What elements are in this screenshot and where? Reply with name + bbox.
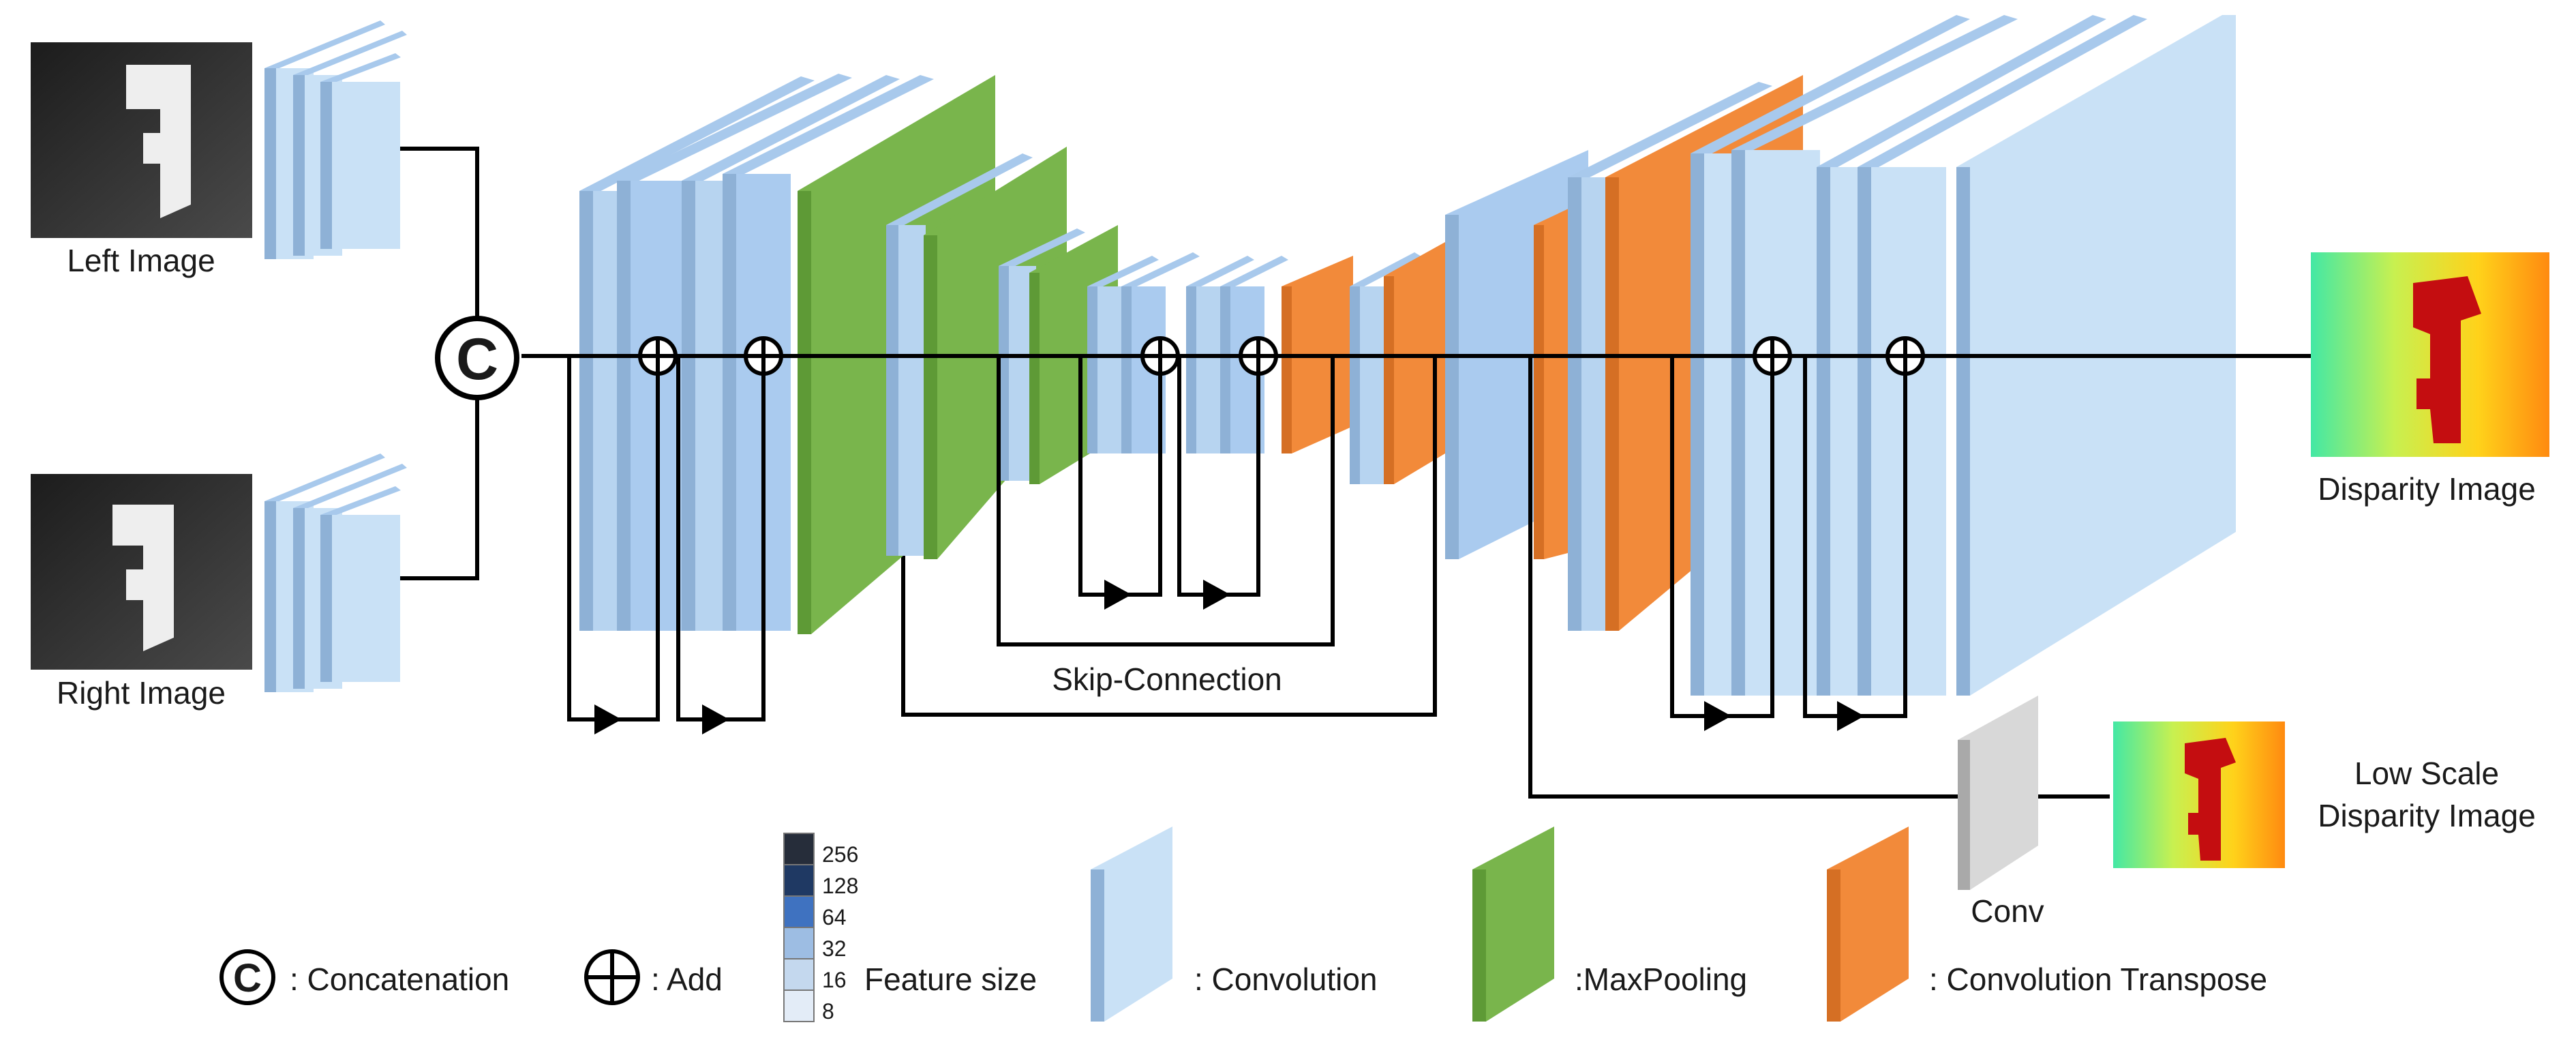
conv-block-d3a bbox=[1568, 82, 1772, 631]
concat-icon bbox=[219, 949, 275, 1005]
feature-size-64: 64 bbox=[822, 905, 847, 929]
right-image-label: Right Image bbox=[57, 675, 226, 711]
svg-text:C: C bbox=[233, 956, 262, 1000]
legend-concat: C : Concatenation bbox=[219, 949, 509, 1005]
feature-size-256: 256 bbox=[822, 842, 858, 867]
add-icon bbox=[1140, 336, 1180, 376]
residual-arrows bbox=[594, 580, 1864, 734]
feature-size-32: 32 bbox=[822, 936, 847, 961]
feature-swatch-8 bbox=[783, 989, 815, 1022]
low-scale-object bbox=[2185, 738, 2236, 861]
left-image-label: Left Image bbox=[67, 243, 215, 278]
conv-block-e2a bbox=[886, 153, 1033, 556]
disparity-image-label: Disparity Image bbox=[2318, 471, 2536, 507]
feature-swatch-16 bbox=[783, 958, 815, 991]
low-scale-label-line2: Disparity Image bbox=[2318, 798, 2536, 833]
left-image-object bbox=[126, 65, 191, 218]
low-scale-output: Low Scale Disparity Image bbox=[2113, 721, 2536, 868]
feature-swatch-32 bbox=[783, 927, 815, 959]
residual-overlay bbox=[567, 356, 1907, 797]
transpose-conv-block-2 bbox=[1384, 242, 1445, 484]
arrow-1-icon bbox=[594, 704, 622, 734]
legend-maxpooling-label: :MaxPooling bbox=[1575, 962, 1747, 997]
add-icon bbox=[584, 949, 640, 1005]
right-input-connector bbox=[378, 399, 479, 580]
legend-convolution-label: : Convolution bbox=[1194, 962, 1378, 997]
legend-convolution: : Convolution bbox=[1091, 827, 1378, 1022]
feature-size-8: 8 bbox=[822, 999, 834, 1024]
arrow-5-icon bbox=[1704, 701, 1731, 731]
concat-icon bbox=[435, 316, 519, 400]
feature-swatch-128 bbox=[783, 864, 815, 897]
feature-size-title: Feature size bbox=[864, 962, 1037, 997]
right-image-object bbox=[112, 505, 174, 651]
right-input-conv-stack bbox=[264, 453, 407, 692]
arrow-3-icon bbox=[1104, 580, 1132, 610]
add-icon bbox=[1753, 336, 1792, 376]
add-icon bbox=[744, 336, 783, 376]
legend-add-label: : Add bbox=[651, 962, 723, 997]
right-image-group: Right Image bbox=[31, 474, 252, 711]
conv-block-low-scale: Conv bbox=[1958, 696, 2044, 929]
concat-symbol: C bbox=[456, 327, 498, 392]
add-operators bbox=[638, 336, 1925, 376]
conv-block-d1a bbox=[1350, 252, 1421, 484]
conv-block-d4d bbox=[1858, 15, 2147, 696]
conv-block-e4c bbox=[1186, 256, 1254, 453]
feature-size-128: 128 bbox=[822, 874, 858, 898]
skip-connection-label: Skip-Connection bbox=[1052, 661, 1282, 697]
legend: C : Concatenation : Add 256 128 64 32 16… bbox=[219, 827, 2267, 1024]
low-scale-label-line1: Low Scale bbox=[2354, 756, 2499, 791]
legend-convolution-transpose: : Convolution Transpose bbox=[1827, 827, 2267, 1022]
add-icon bbox=[1239, 336, 1278, 376]
add-icon bbox=[638, 336, 678, 376]
feature-swatch-256 bbox=[783, 833, 815, 865]
conv-block-d4b bbox=[1731, 15, 2018, 696]
legend-feature-size: 256 128 64 32 16 8 Feature size bbox=[783, 833, 1037, 1024]
conv-label: Conv bbox=[1971, 893, 2044, 929]
conv-block-e1a bbox=[579, 76, 815, 631]
disparity-output: Disparity Image bbox=[2311, 252, 2549, 507]
legend-maxpooling: :MaxPooling bbox=[1472, 827, 1747, 1022]
feature-size-16: 16 bbox=[822, 968, 847, 992]
concat-operator: C bbox=[435, 316, 519, 400]
legend-add: : Add bbox=[584, 949, 723, 1005]
feature-swatch-64 bbox=[783, 895, 815, 928]
add-icon bbox=[1885, 336, 1925, 376]
left-input-connector bbox=[378, 147, 479, 321]
conv-block-e4a bbox=[1087, 256, 1159, 453]
encoder-decoder-blocks bbox=[579, 15, 2236, 696]
legend-concat-label: : Concatenation bbox=[290, 962, 509, 997]
arrow-4-icon bbox=[1203, 580, 1230, 610]
left-input-conv-stack bbox=[264, 20, 407, 259]
arrow-2-icon bbox=[702, 704, 729, 734]
left-image-group: Left Image bbox=[31, 42, 252, 278]
disparity-object bbox=[2413, 276, 2481, 443]
maxpool-block-2 bbox=[924, 147, 1067, 559]
legend-transpose-label: : Convolution Transpose bbox=[1929, 962, 2267, 997]
arrow-6-icon bbox=[1837, 701, 1864, 731]
